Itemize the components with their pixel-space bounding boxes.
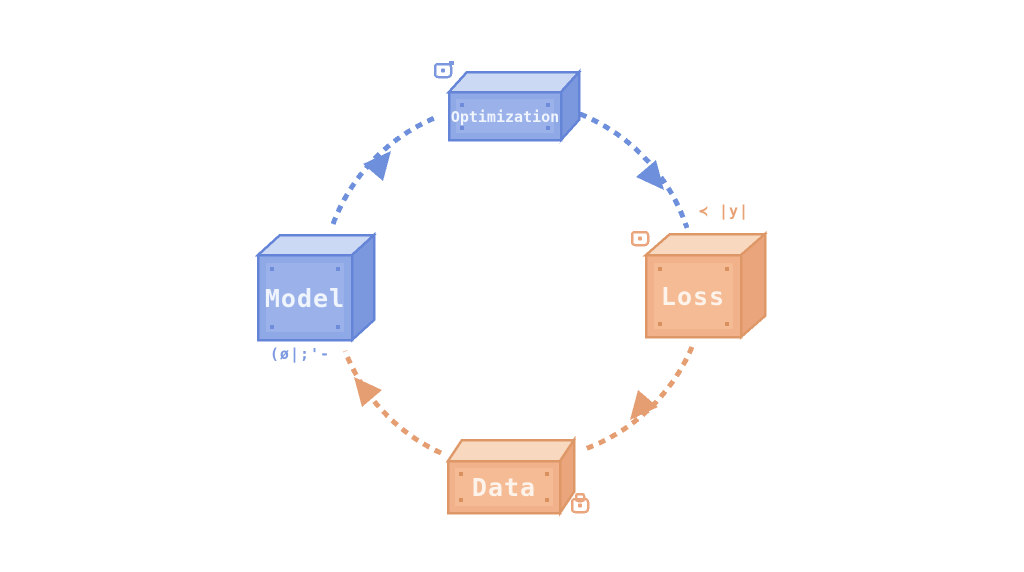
data-label: Data bbox=[472, 473, 536, 502]
optimization-box-panel bbox=[456, 99, 554, 133]
model-box-top bbox=[254, 233, 378, 257]
arc-bottom-left bbox=[342, 350, 443, 456]
model-box-panel bbox=[266, 263, 344, 332]
data-panel-rivets bbox=[459, 472, 549, 502]
node-loss: Loss bbox=[642, 231, 769, 340]
model-label: Model bbox=[265, 284, 345, 313]
optimization-box-top bbox=[446, 70, 582, 94]
loss-label: Loss bbox=[661, 282, 725, 311]
optimization-panel-rivets bbox=[460, 103, 550, 130]
edge-optimization-to-loss bbox=[579, 111, 690, 229]
edge-model-to-optimization bbox=[330, 114, 438, 225]
node-optimization: Optimization bbox=[446, 68, 582, 144]
lock-icon-data bbox=[570, 492, 590, 514]
arc-bottom-right bbox=[584, 346, 695, 452]
data-box-panel bbox=[455, 468, 553, 506]
arrowhead-down-left-icon bbox=[630, 390, 658, 420]
loss-panel-rivets bbox=[658, 267, 729, 326]
model-annotation-text: (ø|;'- bbox=[270, 345, 330, 364]
data-box-top bbox=[445, 438, 577, 463]
arrowhead-up-right-icon bbox=[363, 151, 391, 181]
optimization-label: Optimization bbox=[451, 108, 559, 126]
arc-top-right bbox=[579, 111, 690, 229]
arrowhead-down-right-icon bbox=[636, 160, 664, 190]
node-data: Data bbox=[445, 435, 577, 518]
loss-box-panel bbox=[654, 263, 733, 329]
node-model: Model bbox=[254, 232, 378, 343]
record-icon-optimization bbox=[433, 61, 454, 79]
arrowhead-up-left-icon bbox=[354, 377, 382, 407]
arc-top-left bbox=[330, 114, 438, 225]
record-icon-loss bbox=[630, 230, 650, 247]
loss-annotation-text: ≺ |y| bbox=[699, 202, 749, 221]
model-panel-rivets bbox=[270, 267, 340, 329]
edge-loss-to-data bbox=[584, 346, 695, 452]
edge-data-to-model bbox=[342, 350, 443, 456]
